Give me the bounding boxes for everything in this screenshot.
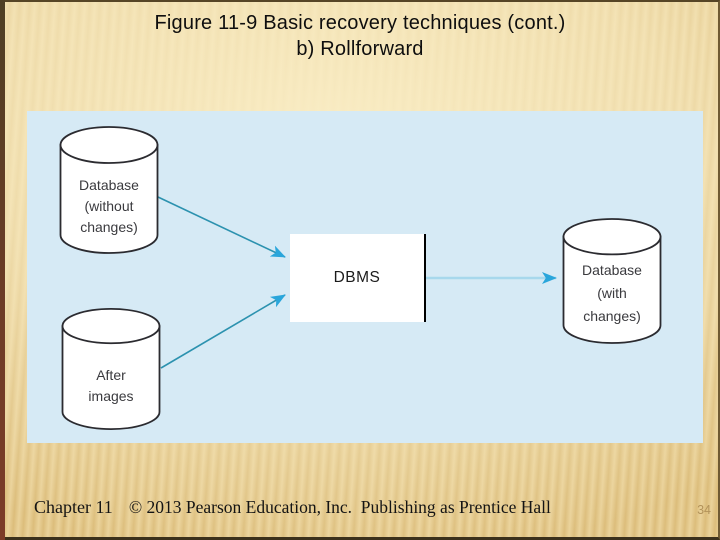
title-line-2: b) Rollforward: [296, 38, 424, 60]
node-after-images: After images: [60, 307, 162, 431]
diagram-arrows-layer: [157, 196, 557, 369]
footer-copyright-text: © 2013 Pearson Education, Inc. Publishin…: [128, 497, 551, 517]
node-dbms: DBMS: [290, 234, 426, 322]
left-accent-bar: [0, 0, 5, 540]
footer: Chapter 11 © 2013 Pearson Education, Inc…: [34, 497, 551, 518]
title-line-1: Figure 11-9 Basic recovery techniques (c…: [154, 12, 566, 34]
page-number: 34: [697, 503, 711, 517]
cylinder-shape-icon: [59, 126, 159, 254]
node-db-with-changes: Database (with changes): [561, 217, 663, 345]
node-dbms-label: DBMS: [333, 269, 381, 286]
diagram-panel: Database (without changes) After images …: [27, 111, 703, 443]
cylinder-shape-icon: [562, 218, 662, 344]
cylinder-shape-icon: [61, 308, 161, 430]
arrow-db-without-to-dbms: [157, 196, 286, 258]
node-db-without-label: Database (without changes): [79, 177, 139, 235]
footer-chapter-label: Chapter 11: [34, 497, 113, 517]
slide-title: Figure 11-9 Basic recovery techniques (c…: [0, 10, 720, 62]
arrow-after-images-to-dbms: [160, 294, 286, 369]
node-after-images-label: After images: [88, 367, 134, 404]
node-db-with-label: Database (with changes): [582, 262, 642, 324]
node-db-without-changes: Database (without changes): [58, 125, 160, 255]
